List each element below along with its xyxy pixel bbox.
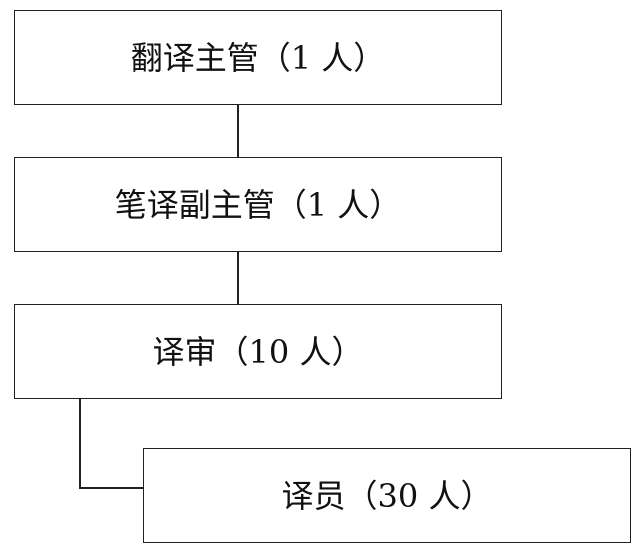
node-reviewers: 译审（10 人） — [14, 304, 502, 399]
node-translation-manager: 翻译主管（1 人） — [14, 10, 502, 105]
connector-line-horizontal — [79, 487, 143, 489]
node-label: 翻译主管（1 人） — [130, 38, 386, 77]
node-translators: 译员（30 人） — [143, 448, 631, 543]
node-label: 译员（30 人） — [281, 476, 493, 515]
node-deputy-manager: 笔译副主管（1 人） — [14, 157, 502, 252]
node-label: 译审（10 人） — [152, 332, 364, 371]
node-label: 笔译副主管（1 人） — [114, 185, 402, 224]
connector-line — [237, 252, 239, 304]
connector-line — [237, 105, 239, 157]
connector-line-vertical — [79, 399, 81, 488]
